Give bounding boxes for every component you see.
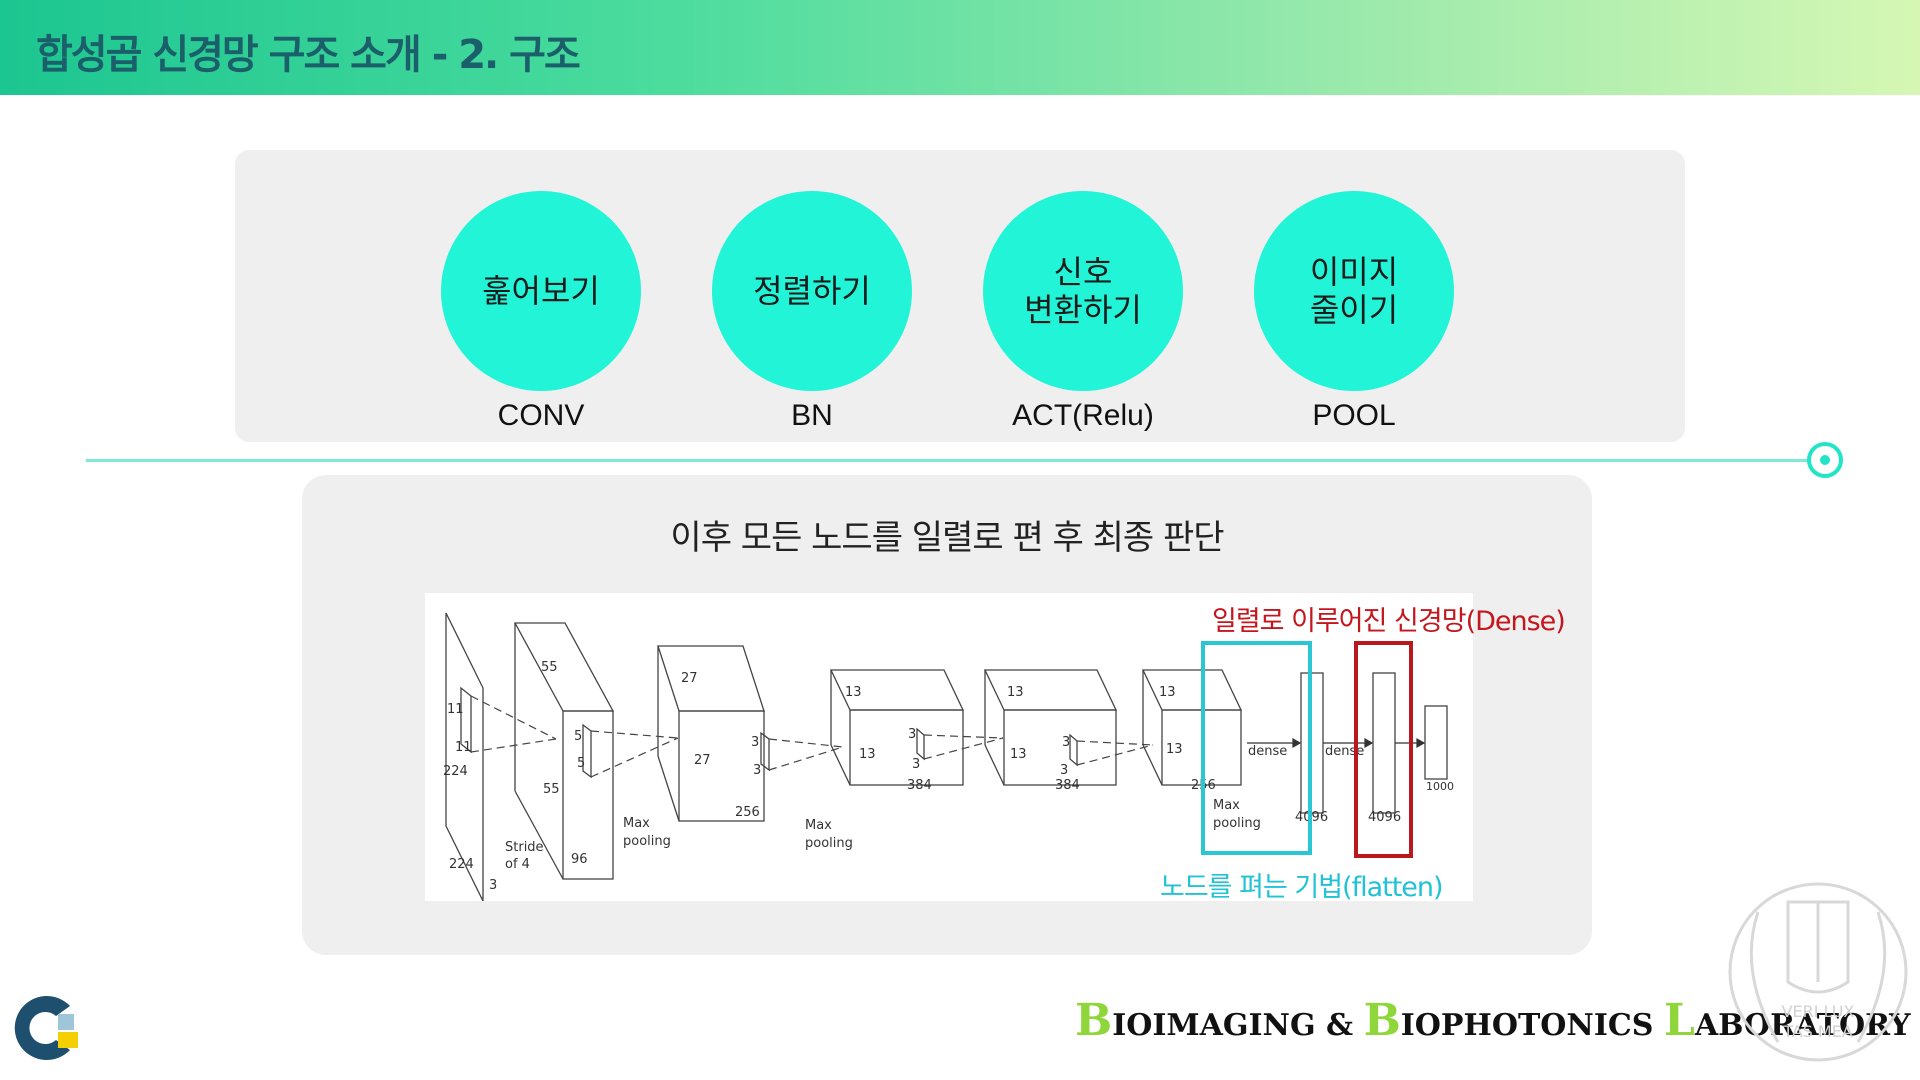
diagram-label: Stride bbox=[505, 840, 544, 855]
seal-text-1: VERI LUX bbox=[1782, 1002, 1855, 1021]
flatten-annotation: 노드를 펴는 기법(flatten) bbox=[1160, 872, 1444, 903]
lab-cap: B bbox=[1363, 995, 1401, 1046]
seal-text-2: TAS MEA bbox=[1782, 1022, 1853, 1041]
diagram-label: 384 bbox=[907, 778, 932, 793]
diagram-label: pooling bbox=[623, 834, 671, 849]
step-label: 정렬하기 bbox=[753, 272, 871, 310]
step-bn: 정렬하기 BN bbox=[712, 191, 912, 433]
diagram-label: Max bbox=[623, 816, 650, 831]
diagram-label: 224 bbox=[443, 764, 468, 779]
step-act: 신호 변환하기 ACT(Relu) bbox=[983, 191, 1183, 433]
step-label: 이미지 줄이기 bbox=[1309, 253, 1399, 329]
diagram-label: pooling bbox=[805, 836, 853, 851]
steps-panel: 훑어보기 CONV 정렬하기 BN 신호 변환하기 ACT(Relu) 이미지 … bbox=[235, 150, 1685, 442]
step-circle: 훑어보기 bbox=[441, 191, 641, 391]
lab-name: BIOIMAGING & BIOPHOTONICS LABORATORY bbox=[1075, 995, 1911, 1046]
step-label: 신호 변환하기 bbox=[1024, 253, 1142, 329]
diagram-label: 13 bbox=[1007, 685, 1024, 700]
dense-annotation: 일렬로 이루어진 신경망(Dense) bbox=[1212, 606, 1566, 637]
diagram-label: 384 bbox=[1055, 778, 1080, 793]
diagram-label: 55 bbox=[541, 660, 558, 675]
diagram-label: dense bbox=[1248, 744, 1287, 759]
diagram-label: 13 bbox=[1159, 685, 1176, 700]
header-bar: 합성곱 신경망 구조 소개 - 2. 구조 bbox=[0, 0, 1920, 95]
diagram-label: 3 bbox=[1062, 735, 1070, 750]
step-conv: 훑어보기 CONV bbox=[441, 191, 641, 433]
step-circle: 정렬하기 bbox=[712, 191, 912, 391]
timeline-line bbox=[86, 459, 1811, 462]
step-pool: 이미지 줄이기 POOL bbox=[1254, 191, 1454, 433]
diagram-label: 3 bbox=[1060, 763, 1068, 778]
flatten-highlight-box bbox=[1201, 641, 1312, 855]
diagram-label: 5 bbox=[577, 756, 585, 771]
diagram-label: 96 bbox=[571, 852, 588, 867]
diagram-label: 11 bbox=[455, 740, 472, 755]
step-abbr: ACT(Relu) bbox=[1012, 399, 1154, 432]
diagram-label: 55 bbox=[543, 782, 560, 797]
lab-text: ABORATORY bbox=[1694, 1008, 1911, 1043]
diagram-label: 4096 bbox=[1368, 810, 1401, 825]
target-dot bbox=[1820, 455, 1830, 465]
step-abbr: CONV bbox=[497, 399, 585, 432]
diagram-label: Max bbox=[1213, 798, 1240, 813]
step-label: 훑어보기 bbox=[482, 272, 600, 310]
c-logo-icon bbox=[14, 996, 78, 1060]
diagram-label: 3 bbox=[751, 735, 759, 750]
target-icon bbox=[1807, 442, 1843, 478]
diagram-label: 3 bbox=[908, 727, 916, 742]
diagram-label: 5 bbox=[574, 729, 582, 744]
diagram-label: pooling bbox=[1213, 816, 1261, 831]
diagram-label: 27 bbox=[694, 753, 711, 768]
step-abbr: BN bbox=[791, 399, 833, 432]
step-abbr: POOL bbox=[1312, 399, 1396, 432]
step-circle: 신호 변환하기 bbox=[983, 191, 1183, 391]
diagram-label: 13 bbox=[1166, 742, 1183, 757]
diagram-label: 3 bbox=[753, 763, 761, 778]
diagram-label: 11 bbox=[447, 702, 464, 717]
lab-cap: L bbox=[1663, 995, 1695, 1046]
diagram-label: 256 bbox=[735, 805, 760, 820]
university-seal-icon: VERI LUX TAS MEA bbox=[1728, 882, 1908, 1062]
diagram-label: Max bbox=[805, 818, 832, 833]
slide-title: 합성곱 신경망 구조 소개 - 2. 구조 bbox=[36, 32, 581, 78]
diagram-label: 1000 bbox=[1426, 780, 1454, 793]
diagram-label: 3 bbox=[489, 878, 497, 893]
diagram-label: 13 bbox=[845, 685, 862, 700]
cnn-diagram: 224 3 224 11 11 Stride of 4 55 5 5 55 96… bbox=[425, 593, 1473, 902]
lab-cap: B bbox=[1075, 995, 1113, 1046]
step-circle: 이미지 줄이기 bbox=[1254, 191, 1454, 391]
diagram-label: of 4 bbox=[505, 857, 530, 872]
cnn-diagram-svg: 224 3 224 11 11 Stride of 4 55 5 5 55 96… bbox=[443, 612, 1454, 902]
diagram-label: 3 bbox=[912, 757, 920, 772]
diagram-label: 224 bbox=[449, 857, 474, 872]
lab-text: IOIMAGING & bbox=[1112, 1008, 1364, 1043]
lab-text: IOPHOTONICS bbox=[1400, 1008, 1664, 1043]
dense-highlight-box bbox=[1354, 641, 1413, 858]
panel-title: 이후 모든 노드를 일렬로 편 후 최종 판단 bbox=[670, 518, 1224, 558]
diagram-label: 27 bbox=[681, 671, 698, 686]
diagram-label: 13 bbox=[1010, 747, 1027, 762]
diagram-label: 13 bbox=[859, 747, 876, 762]
